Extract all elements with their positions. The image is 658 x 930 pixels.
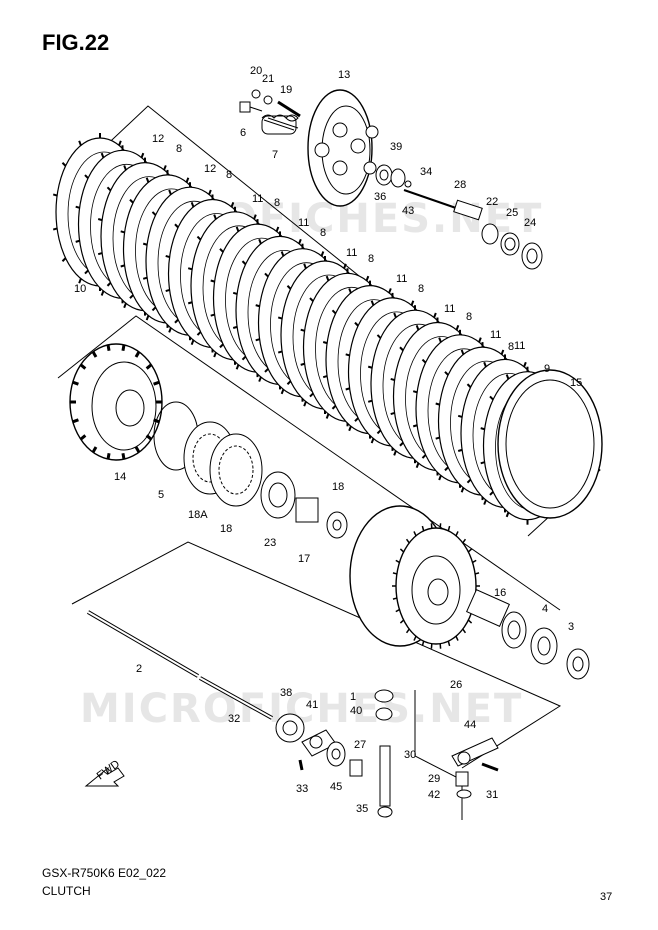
callout-label: 13 [338,69,350,81]
callout-label: 16 [494,587,506,599]
callout-label: 27 [354,739,366,751]
callout-label: 11 [298,217,309,229]
callout-label: 7 [272,149,278,161]
callout-label: 5 [158,489,164,501]
callout-label: 11 [490,329,501,341]
pressure-plate [307,89,379,207]
callout-label: 8 [418,283,424,295]
callout-label: 18 [220,523,232,535]
callout-label: 19 [280,84,292,96]
callout-label: 11 [252,193,263,205]
callout-label: 33 [296,783,308,795]
release-lever [451,737,499,799]
spring-and-bolt [239,89,301,135]
callout-label: 8 [226,169,232,181]
callout-label: 12 [204,163,216,175]
shaft-frame [71,541,562,769]
primary-driven-gear-assembly [349,505,480,649]
callout-label: 17 [298,553,310,565]
callout-label: 11 [396,273,407,285]
bearing-and-spacer [466,589,590,680]
model-code: GSX-R750K6 E02_022 [42,866,167,880]
figure-title: FIG.22 [42,30,110,55]
callout-label: 32 [228,713,240,725]
callout-label: 20 [250,65,262,77]
callout-label: 18 [332,481,344,493]
callout-label: 36 [374,191,386,203]
callout-label: 8 [320,227,326,239]
callout-label: 37 [600,891,612,903]
callout-label: 9 [544,363,550,375]
callout-label: 18A [188,509,208,521]
clutch-plate-stack [52,133,603,525]
callout-label: 29 [428,773,440,785]
callout-label: 2 [136,663,142,675]
callout-label: 3 [568,621,574,633]
forward-direction-arrow: FWD [84,758,125,787]
callout-label: 11 [346,247,357,259]
callout-label: 10 [74,283,86,295]
oil-seal-parts [275,713,346,771]
callout-label: 35 [356,803,368,815]
rod-bracket [414,690,463,820]
callout-label: 45 [330,781,342,793]
callout-label: 41 [306,699,318,711]
callout-label: 8 [176,143,182,155]
callout-label: 24 [524,217,536,229]
callout-label: 39 [390,141,402,153]
callout-label: 4 [542,603,548,615]
callout-label: 6 [240,127,246,139]
callout-label: 1 [350,691,356,703]
callout-label: 22 [486,196,498,208]
callout-label: 31 [486,789,498,801]
callout-label: 8 [466,311,472,323]
section-title: CLUTCH [42,884,91,898]
callout-label: 28 [454,179,466,191]
callout-label: 14 [114,471,126,483]
callout-label: 15 [570,377,582,389]
callout-label: 11 [514,340,525,352]
callout-label: 12 [152,133,164,145]
callout-label: 23 [264,537,276,549]
spring-washers [153,401,348,539]
clutch-sleeve-hub [69,343,163,461]
callout-label: 44 [464,719,476,731]
push-rod [86,610,273,720]
callout-label: 8 [274,197,280,209]
callout-label: 26 [450,679,462,691]
clutch-housing-ring [497,369,603,519]
release-shaft [349,689,394,818]
callout-label: 38 [280,687,292,699]
callout-label: 21 [262,73,274,85]
callout-label: 30 [404,749,416,761]
callout-label: 43 [402,205,414,217]
callout-label: 8 [508,341,514,353]
callout-label: 25 [506,207,518,219]
callout-label: 42 [428,789,440,801]
callout-label: 34 [420,166,432,178]
callout-label: 11 [444,303,455,315]
callout-label: 8 [368,253,374,265]
callout-label: 40 [350,705,362,717]
release-bearing [375,164,412,188]
push-rod-upper [403,189,543,270]
